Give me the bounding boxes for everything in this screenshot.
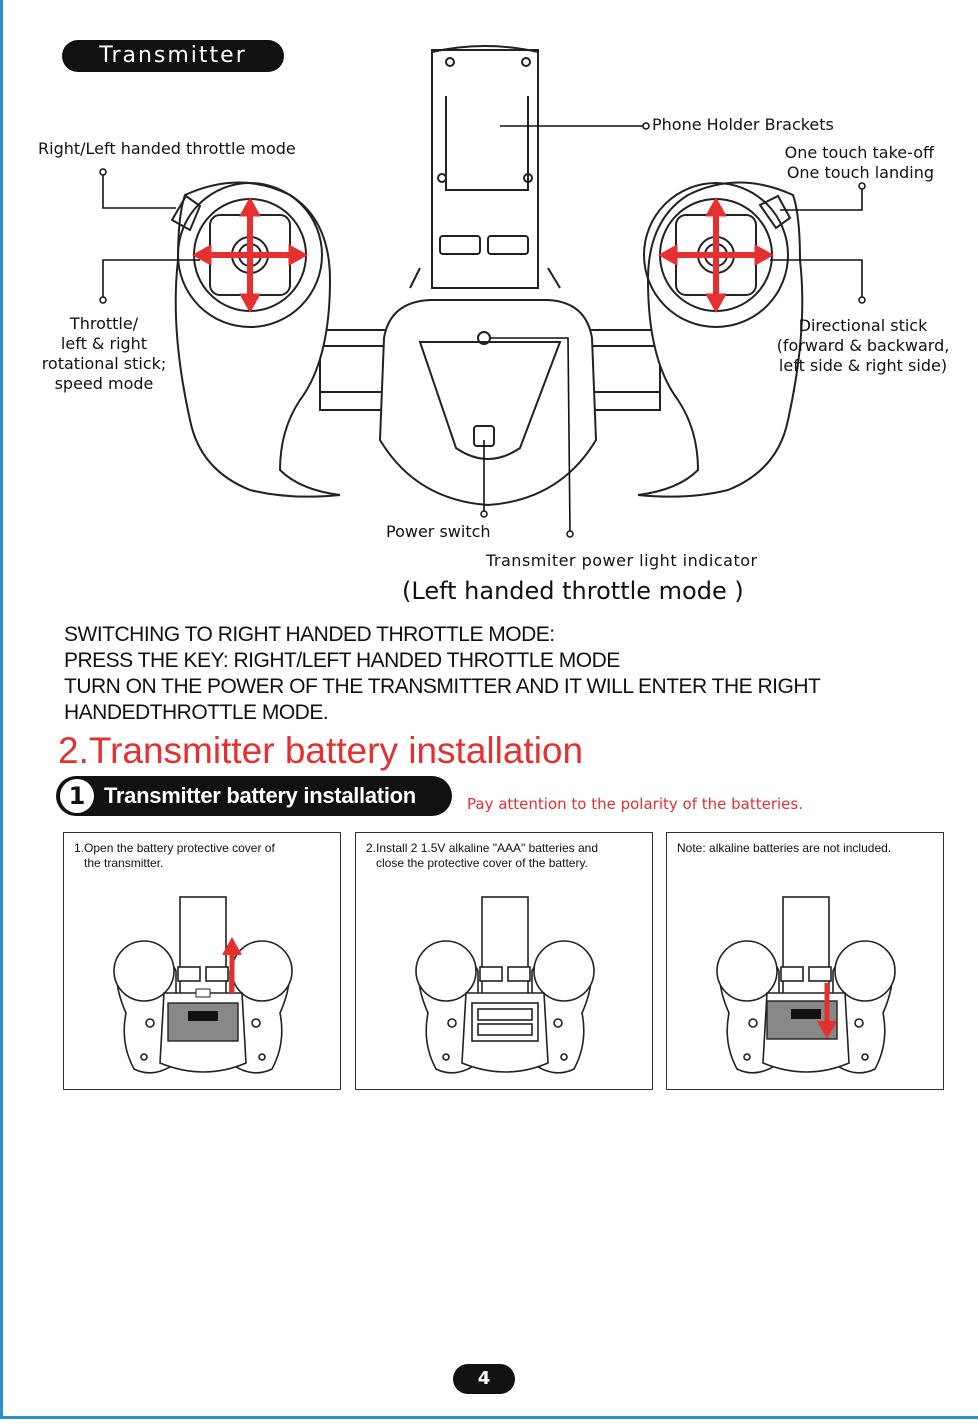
- directional-stick-label: Directional stick (forward & backward, l…: [776, 316, 950, 375]
- section-title: 2.Transmitter battery installation: [58, 730, 584, 771]
- step-3-text: Note: alkaline batteries are not include…: [677, 841, 892, 855]
- step-number-badge: 1: [60, 779, 94, 813]
- transmitter-batteries-illustration: [415, 896, 595, 1074]
- one-touch-label: One touch take-off One touch landing: [784, 143, 934, 182]
- transmitter-back-illustration: [113, 896, 293, 1074]
- page-number: 4: [453, 1364, 515, 1394]
- polarity-note: Pay attention to the polarity of the bat…: [467, 795, 803, 813]
- transmitter-cover-closed-illustration: [716, 896, 896, 1074]
- throttle-stick-label: Throttle/ left & right rotational stick;…: [41, 314, 167, 393]
- switching-instructions: SWITCHING TO RIGHT HANDED THROTTLE MODE:…: [64, 623, 821, 724]
- transmitter-title-pill: Transmitter: [62, 40, 284, 72]
- step-title: Transmitter battery installation: [104, 783, 416, 808]
- step-panel-3: Note: alkaline batteries are not include…: [666, 832, 944, 1090]
- step-title-pill: 1 Transmitter battery installation: [56, 776, 452, 816]
- mode-caption: (Left handed throttle mode ): [402, 577, 744, 605]
- handed-mode-label: Right/Left handed throttle mode: [38, 139, 296, 158]
- power-light-label: Transmiter power light indicator: [486, 551, 758, 570]
- transmitter-illustration: [99, 45, 866, 538]
- power-switch-label: Power switch: [386, 522, 491, 541]
- page-frame-left: [0, 0, 3, 1418]
- phone-holder-label: Phone Holder Brackets: [652, 115, 834, 134]
- step-2-text: 2.Install 2 1.5V alkaline "AAA" batterie…: [366, 841, 598, 870]
- step-panel-2: 2.Install 2 1.5V alkaline "AAA" batterie…: [355, 832, 653, 1090]
- step-1-text: 1.Open the battery protective cover of t…: [74, 841, 275, 870]
- step-panel-1: 1.Open the battery protective cover of t…: [63, 832, 341, 1090]
- page-frame-bottom: [0, 1416, 978, 1419]
